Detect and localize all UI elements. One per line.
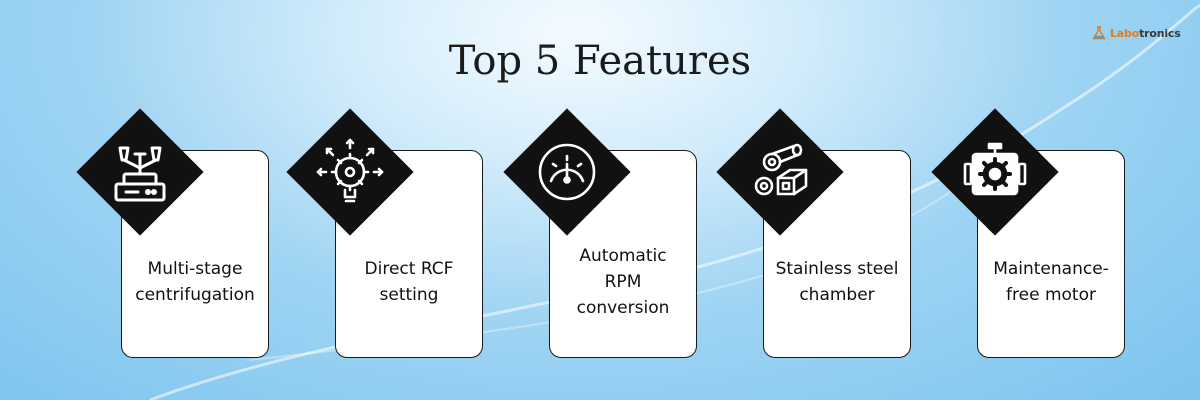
feature-label: Automatic RPM conversion — [576, 246, 670, 318]
speedometer-icon — [529, 134, 605, 210]
steel-materials-icon — [742, 134, 818, 210]
feature-label: Stainless steel chamber — [775, 259, 899, 305]
brand-logo: Labotronics — [1092, 24, 1181, 42]
brand-name: Labotronics — [1110, 27, 1181, 40]
feature-label: Direct RCF setting — [364, 259, 454, 305]
brand-name-prefix: Labo — [1110, 26, 1140, 40]
gear-idea-icon — [312, 134, 388, 210]
feature-label: Multi-stage centrifugation — [135, 259, 255, 305]
flask-icon — [1092, 26, 1106, 40]
centrifuge-icon — [102, 134, 178, 210]
feature-card-rpm: Automatic RPM conversion — [549, 150, 697, 358]
feature-label: Maintenance-free motor — [993, 259, 1109, 305]
brand-name-suffix: tronics — [1139, 26, 1181, 40]
page-title: Top 5 Features — [448, 38, 752, 84]
motor-icon — [957, 134, 1033, 210]
